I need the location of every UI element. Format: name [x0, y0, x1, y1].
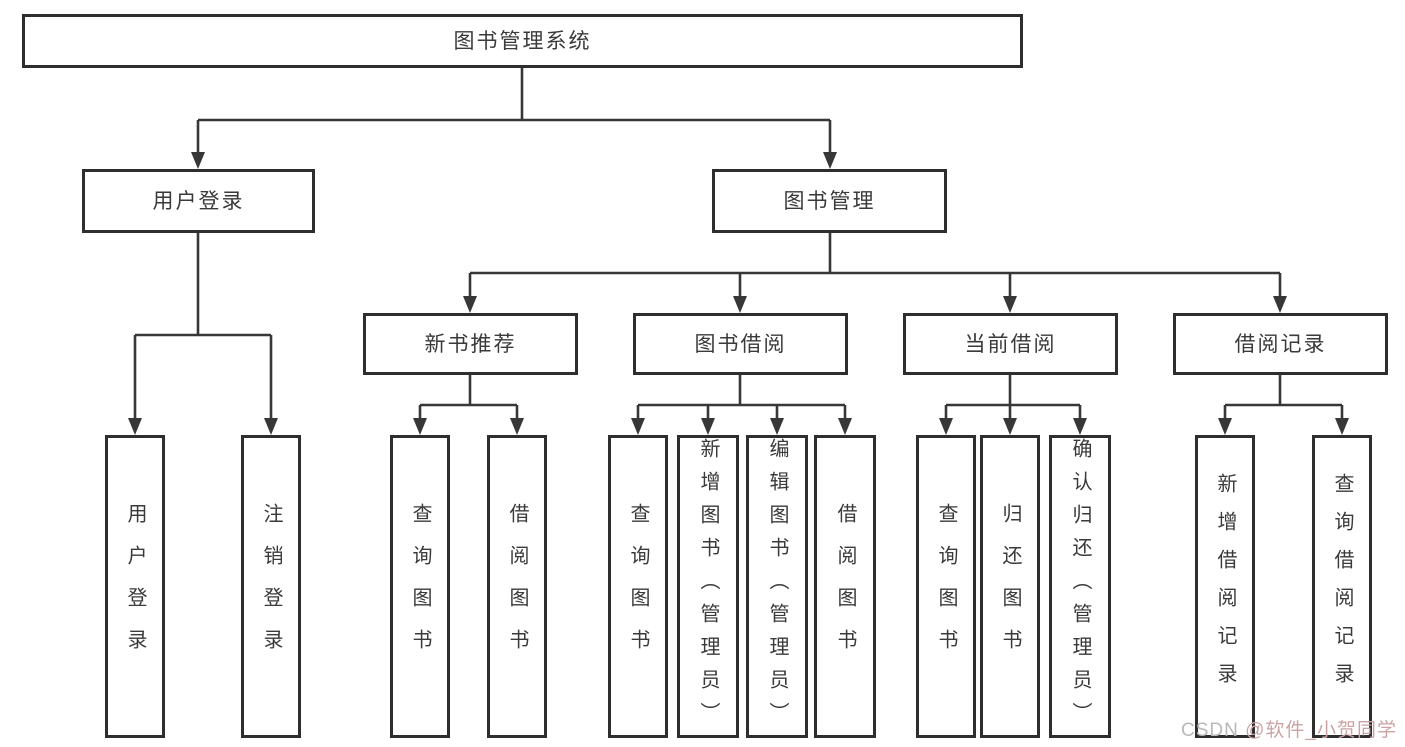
leaf-return-books-label: 归还图书 — [999, 502, 1021, 671]
leaf-user-login: 用户登录 — [105, 435, 165, 738]
leaf-query-books-recommendation-label: 查询图书 — [409, 502, 431, 671]
leaf-borrow-books-label: 借阅图书 — [834, 502, 856, 671]
node-borrowing-records: 借阅记录 — [1173, 313, 1388, 375]
leaf-user-login-label: 用户登录 — [124, 502, 146, 671]
node-new-book-recommendation: 新书推荐 — [363, 313, 578, 375]
leaf-confirm-return-admin-label: 确认归还（管理员） — [1069, 438, 1091, 735]
leaf-edit-books-admin: 编辑图书（管理员） — [746, 435, 808, 738]
leaf-edit-books-admin-label: 编辑图书（管理员） — [766, 438, 788, 735]
leaf-borrow-books: 借阅图书 — [814, 435, 876, 738]
leaf-logout-label: 注销登录 — [260, 502, 282, 671]
leaf-borrow-books-recommendation: 借阅图书 — [487, 435, 547, 738]
leaf-borrow-books-recommendation-label: 借阅图书 — [506, 502, 528, 671]
leaf-query-books-borrowing-label: 查询图书 — [627, 502, 649, 671]
node-library-management-system: 图书管理系统 — [22, 14, 1023, 68]
leaf-query-books-current: 查询图书 — [916, 435, 976, 738]
leaf-logout: 注销登录 — [241, 435, 301, 738]
node-book-management: 图书管理 — [712, 169, 947, 233]
leaf-query-borrowing-record: 查询借阅记录 — [1312, 435, 1372, 738]
node-book-borrowing: 图书借阅 — [633, 313, 848, 375]
leaf-query-books-borrowing: 查询图书 — [608, 435, 668, 738]
leaf-return-books: 归还图书 — [980, 435, 1040, 738]
leaf-add-books-admin: 新增图书（管理员） — [677, 435, 739, 738]
node-current-borrowing: 当前借阅 — [903, 313, 1118, 375]
leaf-add-borrowing-record-label: 新增借阅记录 — [1214, 472, 1236, 701]
leaf-confirm-return-admin: 确认归还（管理员） — [1049, 435, 1111, 738]
leaf-add-borrowing-record: 新增借阅记录 — [1195, 435, 1255, 738]
node-user-login: 用户登录 — [82, 169, 315, 233]
leaf-query-books-recommendation: 查询图书 — [390, 435, 450, 738]
leaf-query-books-current-label: 查询图书 — [935, 502, 957, 671]
leaf-add-books-admin-label: 新增图书（管理员） — [697, 438, 719, 735]
leaf-query-borrowing-record-label: 查询借阅记录 — [1331, 472, 1353, 701]
